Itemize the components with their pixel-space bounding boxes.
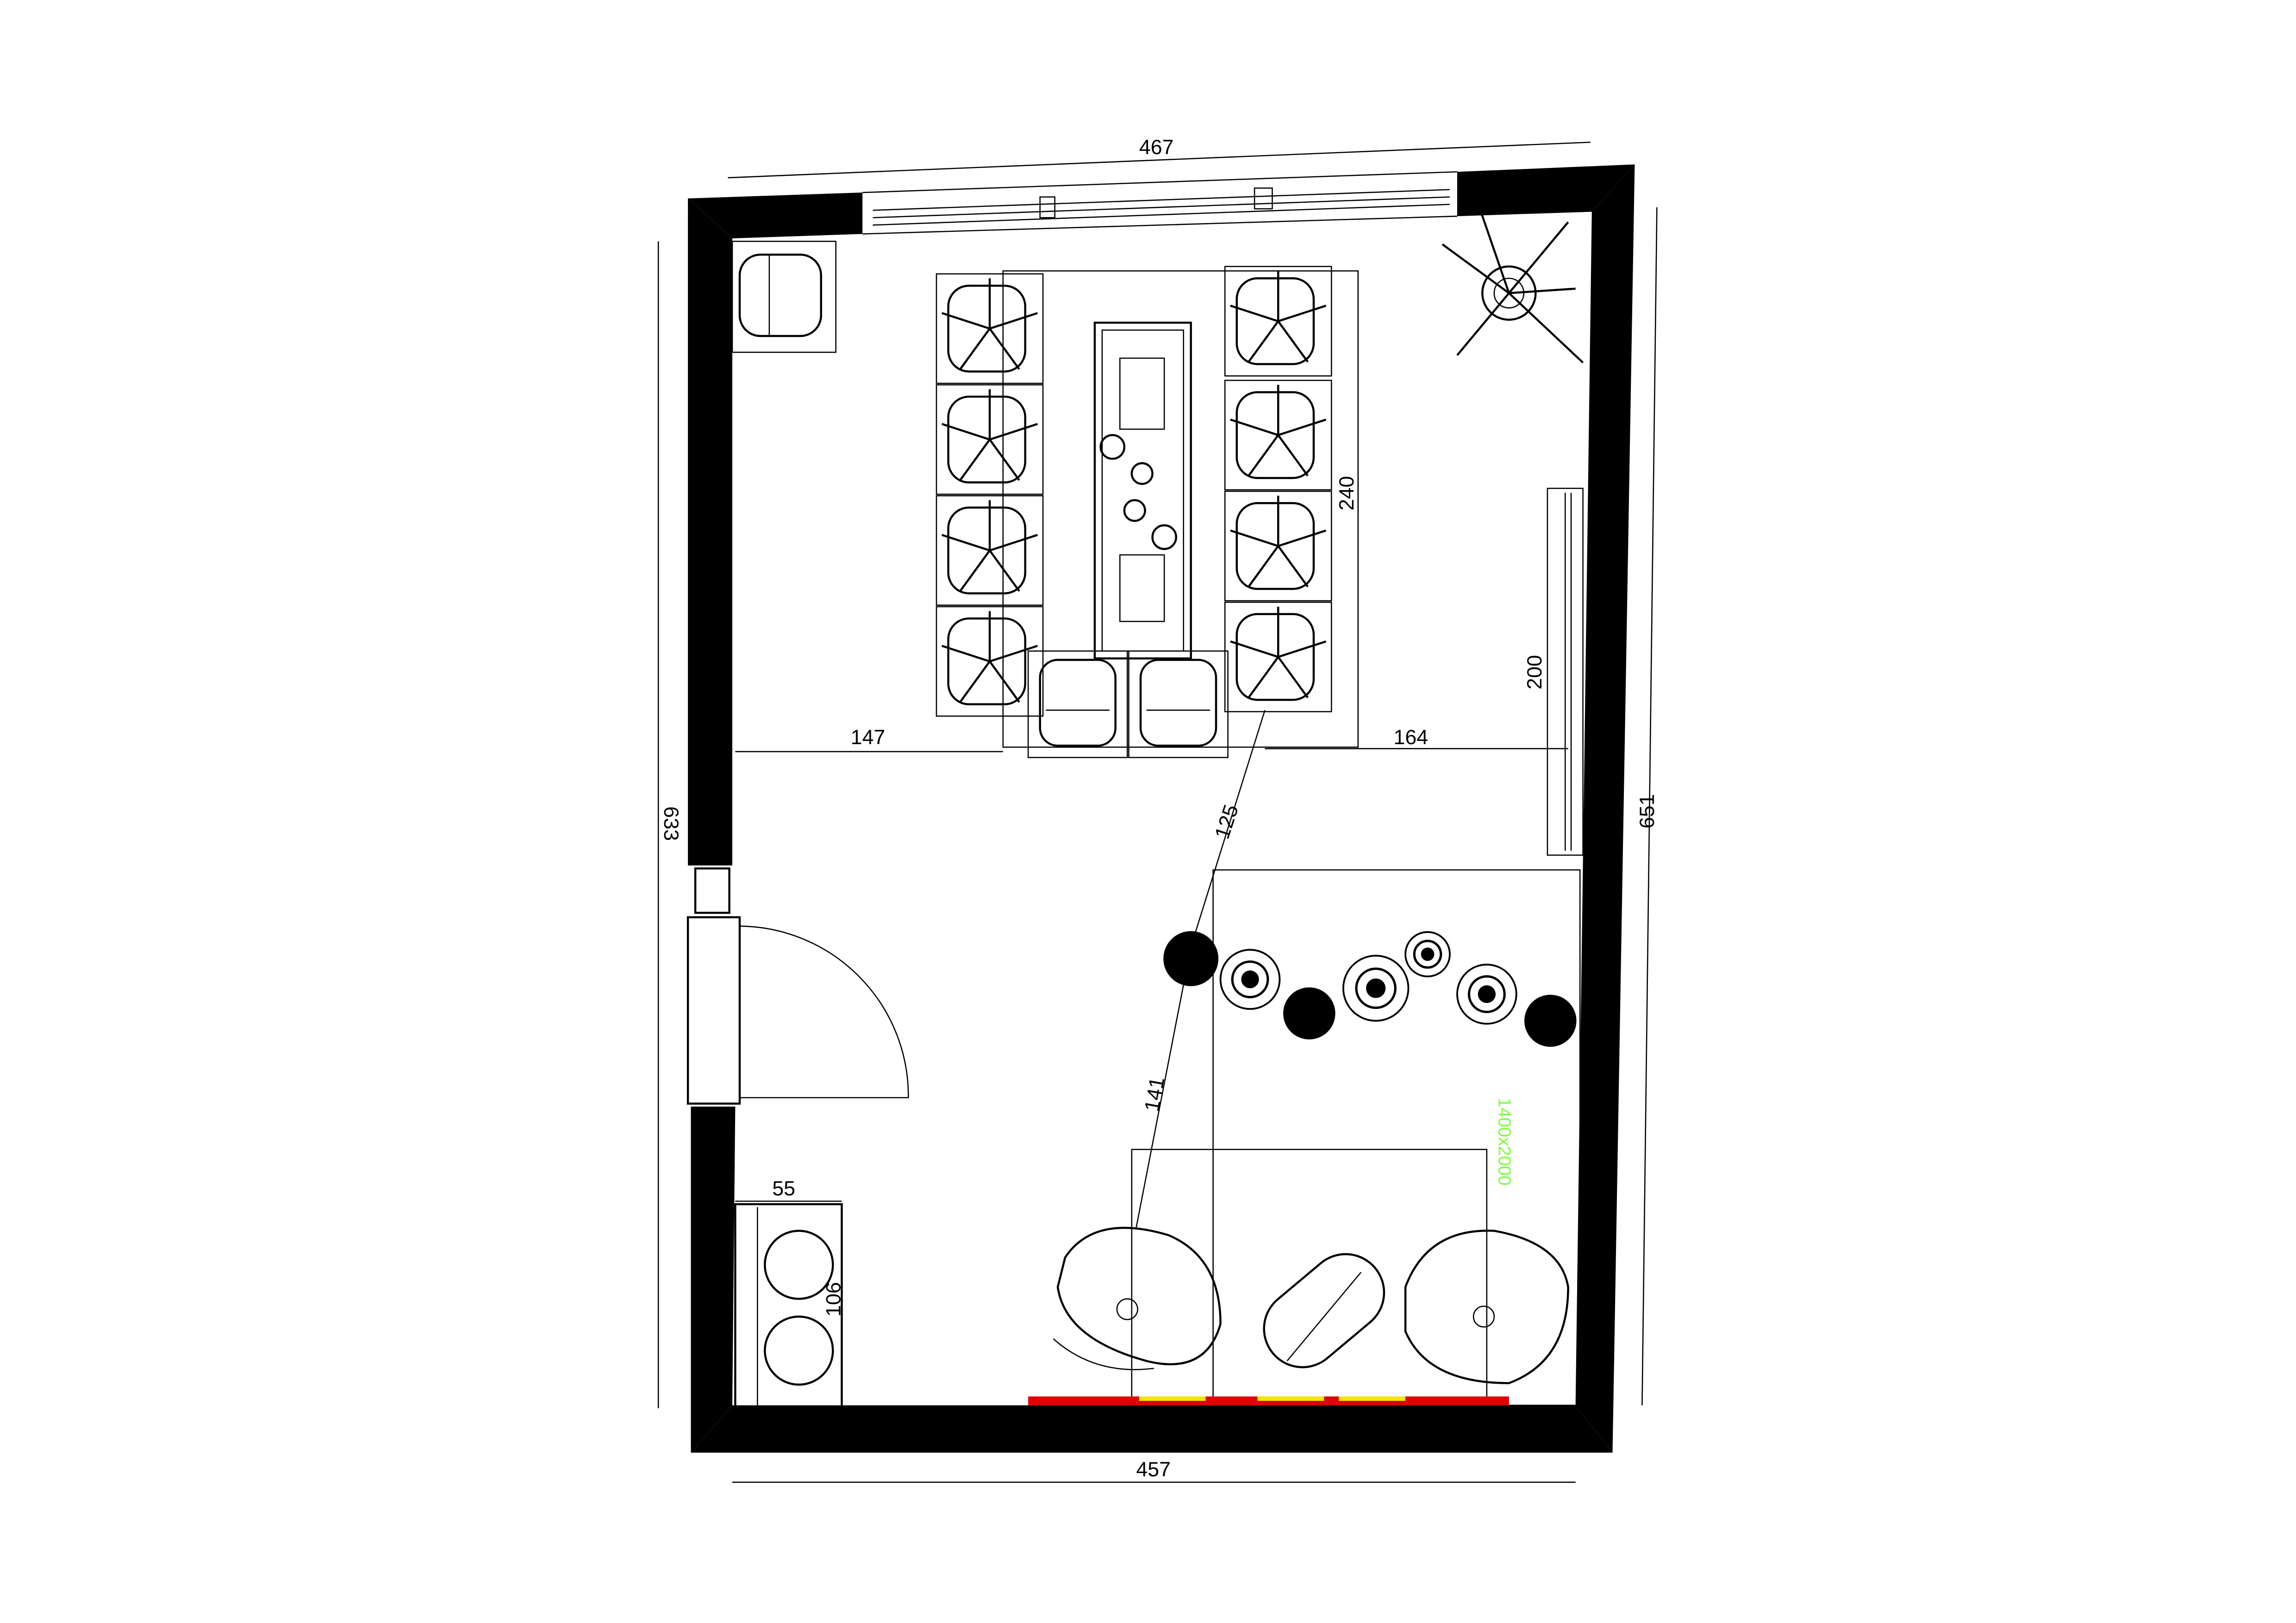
- floor-strip: [1028, 1396, 1509, 1405]
- side-chair: [1128, 650, 1229, 759]
- dim-right-height: 651: [1635, 794, 1659, 829]
- window: [862, 171, 1457, 235]
- dim-top-width: 467: [1139, 136, 1174, 159]
- potted-plant: [1456, 964, 1517, 1025]
- coffee-table: [1263, 1253, 1385, 1368]
- wall-left-upper: [688, 198, 732, 866]
- dim-radiator-length: 200: [1523, 655, 1546, 690]
- dim-cabinet-width: 55: [772, 1177, 795, 1200]
- armchair-left: [1053, 1226, 1222, 1370]
- dim-cabinet-length: 106: [822, 1282, 845, 1317]
- wall-top-left: [688, 193, 863, 239]
- dim-diagonal-lower: 141: [1140, 1075, 1169, 1113]
- side-chair: [1027, 650, 1128, 759]
- potted-plant: [1163, 931, 1219, 986]
- door: [686, 867, 909, 1105]
- wall-top-right: [1457, 164, 1635, 217]
- chairs: [936, 266, 1332, 759]
- walls: [688, 164, 1635, 1453]
- plant-row: [1163, 869, 1581, 1406]
- radiator: [1547, 487, 1584, 856]
- potted-plant: [1219, 949, 1281, 1010]
- dim-right-clearance: 164: [1394, 726, 1429, 749]
- cabinet: [734, 1203, 843, 1412]
- dim-table-length: 240: [1335, 476, 1358, 510]
- rug: 1400x2000: [1131, 1098, 1514, 1406]
- dim-diagonal-upper: 125: [1210, 802, 1243, 841]
- dim-bottom-width: 457: [1136, 1458, 1171, 1481]
- armchair-right: [1404, 1230, 1569, 1384]
- office-chair: [936, 273, 1044, 384]
- potted-plant: [1283, 987, 1335, 1039]
- office-chair: [936, 495, 1044, 606]
- rug-size-label: 1400x2000: [1494, 1098, 1514, 1186]
- office-chair: [1224, 602, 1332, 713]
- dimensions: 467 633 651 457 147 164 240 200 125 141 …: [657, 136, 1659, 1483]
- office-chair: [1224, 491, 1332, 602]
- dim-left-height: 633: [660, 806, 683, 841]
- office-chair: [936, 384, 1044, 495]
- wall-right: [1575, 164, 1635, 1453]
- palm-plant: [1441, 207, 1584, 364]
- office-chair: [1224, 266, 1332, 377]
- wall-left-lower: [691, 1107, 736, 1453]
- dim-left-clearance: 147: [851, 726, 886, 749]
- wall-bottom: [691, 1405, 1613, 1453]
- potted-plant: [1524, 995, 1577, 1047]
- lounge-chair-corner: [731, 241, 836, 353]
- office-chair: [936, 606, 1044, 717]
- potted-plant: [1404, 931, 1451, 977]
- conference-table: [1002, 270, 1359, 748]
- potted-plant: [1342, 955, 1410, 1022]
- office-chair: [1224, 379, 1332, 491]
